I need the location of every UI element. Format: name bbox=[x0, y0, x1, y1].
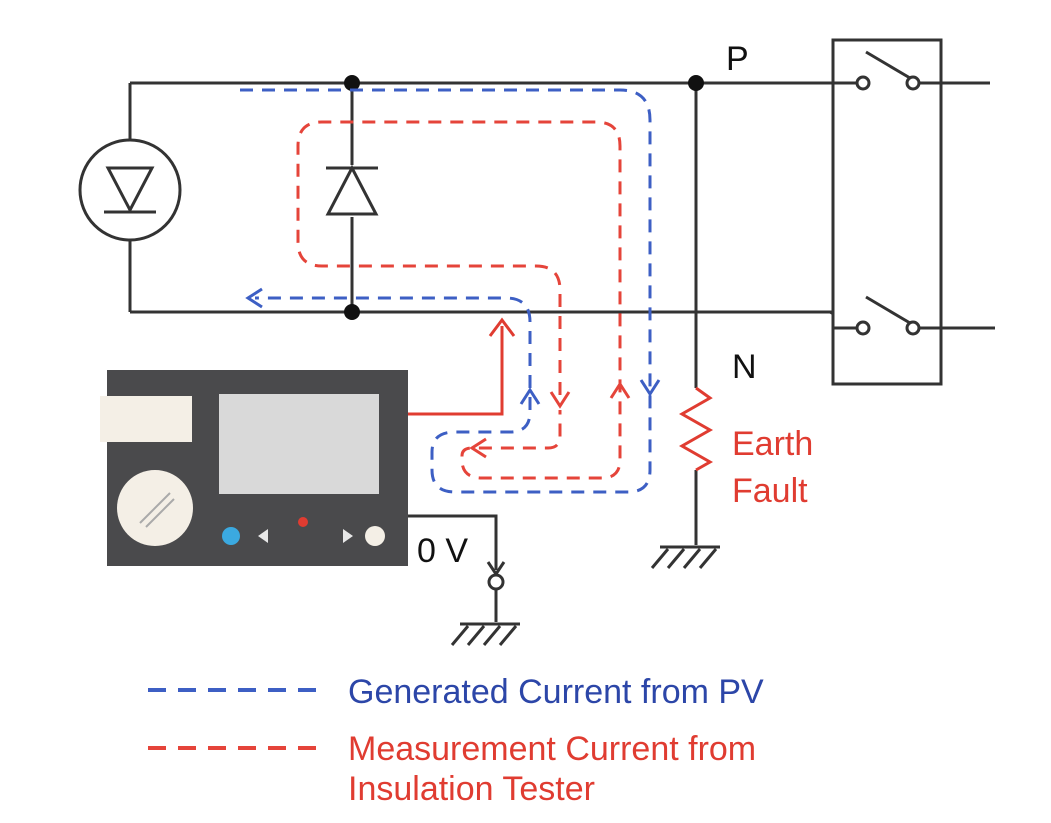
tester-ground-lead bbox=[408, 514, 506, 622]
tester-left-arrow-icon bbox=[258, 529, 268, 543]
generated-current-path bbox=[240, 88, 661, 494]
junction-node bbox=[344, 75, 360, 91]
legend-measurement-current-label-line1: Measurement Current from bbox=[348, 730, 756, 768]
insulation-tester-icon bbox=[100, 370, 408, 566]
zero-volt-label: 0 V bbox=[417, 532, 468, 570]
tester-button-left bbox=[222, 527, 240, 545]
legend-measurement-current-label-line2: Insulation Tester bbox=[348, 770, 595, 808]
resistor-icon bbox=[678, 386, 714, 472]
tester-button-right bbox=[365, 526, 385, 546]
ground-icon bbox=[450, 622, 520, 646]
breaker-switch-icon bbox=[831, 38, 943, 386]
bypass-diode-icon bbox=[325, 164, 379, 217]
tester-button-center bbox=[298, 517, 308, 527]
positive-node-label: P bbox=[726, 40, 749, 78]
negative-node-label: N bbox=[732, 348, 757, 386]
ground-icon bbox=[650, 545, 720, 569]
tester-screen bbox=[219, 394, 379, 494]
tester-right-arrow-icon bbox=[343, 529, 353, 543]
earth-fault-label-line1: Earth bbox=[732, 425, 813, 463]
pv-module-icon bbox=[78, 138, 182, 242]
junction-node bbox=[344, 304, 360, 320]
measurement-current-path bbox=[296, 120, 631, 480]
junction-node bbox=[688, 75, 704, 91]
legend-generated-current-label: Generated Current from PV bbox=[348, 673, 764, 711]
tester-label-plate bbox=[100, 396, 192, 442]
tester-positive-lead bbox=[408, 317, 516, 416]
earth-fault-label-line2: Fault bbox=[732, 472, 808, 510]
legend: Generated Current from PV Measurement Cu… bbox=[148, 673, 764, 808]
